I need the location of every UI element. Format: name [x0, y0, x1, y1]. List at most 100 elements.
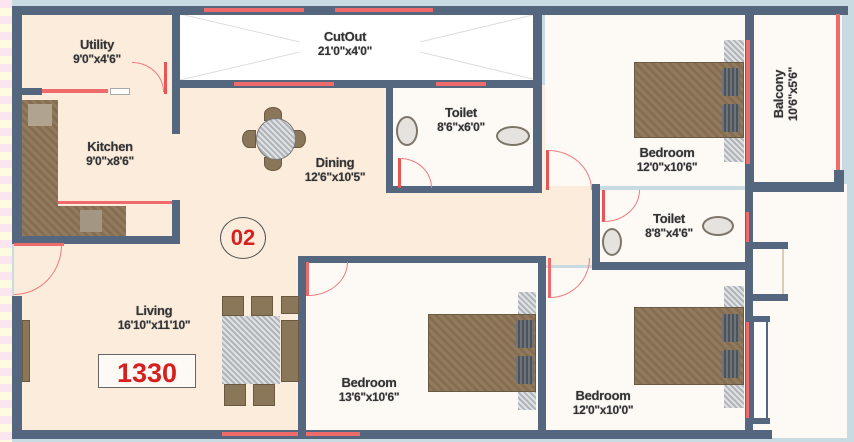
- room-dimensions: 12'0"x10'0": [572, 403, 634, 417]
- bedroom2-pillow-1: [516, 320, 534, 348]
- room-dimensions: 10'6"x5'6": [786, 66, 800, 122]
- kitchen-sink: [28, 104, 52, 126]
- room-dimensions: 9'0"x8'6": [86, 154, 134, 168]
- room-label-living: Living 16'10"x11'10": [94, 303, 214, 333]
- room-label-bedroom3: Bedroom 12'0"x10'0": [548, 388, 658, 418]
- room-name: CutOut: [323, 29, 367, 44]
- room-name: Bedroom: [575, 388, 631, 403]
- room-dimensions: 21'0"x4'0": [317, 44, 373, 58]
- wall-toilet2-left: [592, 184, 600, 270]
- kitchen-counter-edge: [58, 201, 174, 204]
- door-leaf-bedroom3: [548, 258, 551, 298]
- window-bedroom2-bottom: [306, 432, 360, 436]
- room-dimensions: 9'0"x4'6": [73, 52, 121, 66]
- wall-stub-1: [752, 242, 788, 249]
- wall-utility-right: [172, 6, 180, 134]
- window-dining: [234, 82, 334, 86]
- room-dimensions: 12'6"x10'5": [304, 170, 366, 184]
- room-name: Toilet: [653, 211, 685, 226]
- room-dimensions: 8'6"x6'0": [437, 120, 485, 134]
- room-label-toilet2: Toilet 8'8"x4'6": [626, 211, 712, 241]
- room-name: Toilet: [445, 105, 477, 120]
- door-frame-living: [14, 243, 64, 246]
- door-leaf-toilet2: [602, 190, 605, 222]
- room-dimensions: 13'6"x10'6": [338, 390, 400, 404]
- wall-toilet2-bottom: [592, 262, 752, 270]
- sofa-seat-1: [222, 296, 244, 316]
- room-label-cutout: CutOut 21'0"x4'0": [290, 29, 400, 59]
- room-name: Dining: [315, 155, 355, 170]
- wall-right-lower: [745, 184, 753, 438]
- sofa-corner: [281, 296, 299, 314]
- toilet1-basin: [396, 116, 418, 146]
- window-cutout-1: [204, 8, 304, 12]
- wall-bedroom2-top: [298, 256, 546, 263]
- toilet2-basin: [602, 228, 622, 256]
- wall-living-bedroom2: [298, 258, 306, 438]
- room-label-toilet1: Toilet 8'6"x6'0": [418, 105, 504, 135]
- room-label-dining: Dining 12'6"x10'5": [280, 155, 390, 185]
- room-label-kitchen: Kitchen 9'0"x8'6": [60, 139, 160, 169]
- room-label-bedroom2: Bedroom 13'6"x10'6": [314, 375, 424, 405]
- window-balcony: [836, 14, 840, 172]
- door-leaf-toilet1: [398, 158, 401, 188]
- wall-toilet1-bottom: [386, 186, 542, 193]
- room-label-bedroom1: Bedroom 12'0"x10'6": [612, 145, 722, 175]
- room-name: Bedroom: [341, 375, 397, 390]
- cutout-void: [180, 14, 537, 80]
- wall-frame-top: [752, 316, 770, 322]
- living-rug: [222, 316, 280, 384]
- bedroom1-pillow-1: [722, 68, 740, 96]
- wall-cutout-right: [533, 6, 542, 192]
- wall-toilet1-left: [386, 86, 393, 192]
- window-cutout-2: [335, 8, 433, 12]
- living-tv-unit: [22, 320, 30, 382]
- wall-left-kitchen: [12, 94, 22, 242]
- sofa-seat-4: [253, 384, 275, 406]
- door-leaf-utility: [164, 62, 167, 94]
- floor-balcony: [752, 14, 842, 184]
- room-label-utility: Utility 9'0"x4'6": [52, 37, 142, 67]
- area-badge: 1330: [98, 354, 196, 388]
- shaft-line: [782, 249, 784, 294]
- sofa-seat-2: [251, 296, 273, 316]
- window-utility: [42, 89, 108, 93]
- bedroom2-pillow-2: [516, 356, 534, 384]
- bedroom3-pillow-2: [722, 350, 740, 378]
- room-name: Living: [135, 303, 173, 318]
- window-bedroom1: [746, 40, 750, 164]
- kitchen-counter-bottom: [22, 206, 126, 236]
- wall-left-lower: [12, 296, 22, 438]
- utility-vent: [110, 88, 130, 95]
- room-dimensions: 12'0"x10'6": [636, 160, 698, 174]
- door-leaf-bedroom2: [306, 262, 309, 296]
- wall-balcony-bottom: [745, 182, 843, 192]
- wall-kitchen-right: [172, 200, 180, 244]
- room-name: Bedroom: [639, 145, 695, 160]
- room-name: Utility: [79, 37, 114, 52]
- bedroom3-window-frame: [752, 316, 768, 420]
- dining-table: [256, 118, 296, 160]
- window-toilet1: [436, 82, 486, 86]
- wall-kitchen-bottom: [12, 236, 180, 244]
- toilet1-wc: [496, 126, 530, 146]
- bedroom1-pillow-2: [722, 104, 740, 132]
- bedroom3-pillow-1: [722, 314, 740, 342]
- room-dimensions: 16'10"x11'10": [117, 318, 191, 332]
- dining-chair-left: [242, 130, 256, 148]
- kitchen-stove: [80, 210, 102, 232]
- wall-cutout-bottom: [172, 80, 542, 88]
- wall-stub-2: [752, 294, 788, 301]
- wall-bedroom2-bedroom3: [538, 256, 546, 438]
- room-label-balcony: Balcony 10'6"x5'6": [771, 44, 800, 144]
- room-name: Kitchen: [87, 139, 133, 154]
- wall-left-upper: [12, 6, 22, 94]
- window-living-bottom: [222, 432, 298, 436]
- wall-balcony-corner: [834, 170, 844, 192]
- toilet2-wc: [702, 216, 734, 236]
- window-bedroom3: [746, 322, 749, 418]
- wall-bottom: [12, 430, 772, 439]
- sofa-seat-3: [224, 384, 246, 406]
- wall-frame-bottom: [752, 418, 770, 424]
- left-edge-strip: [0, 0, 12, 442]
